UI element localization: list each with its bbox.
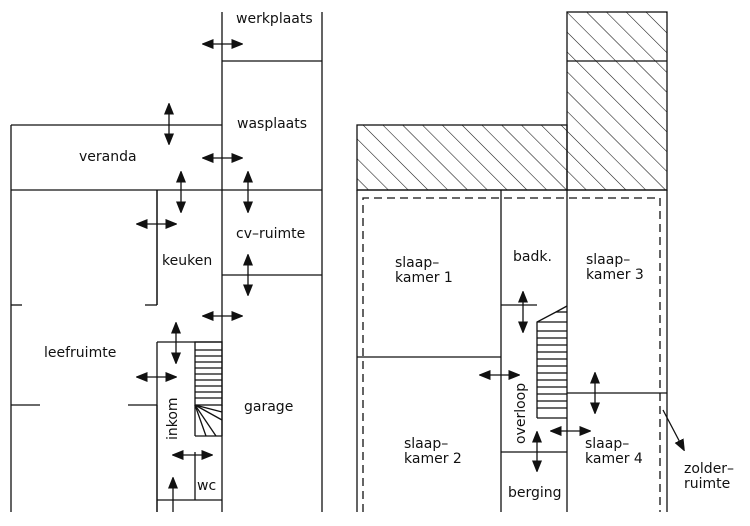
label-slaapkamer-2: slaap– kamer 2 bbox=[404, 436, 462, 467]
label-slaapkamer-1: slaap– kamer 1 bbox=[395, 255, 453, 286]
upper-stairs bbox=[536, 305, 568, 419]
label-zolderruimte: zolder– ruimte bbox=[684, 461, 735, 492]
label-inkom: inkom bbox=[165, 397, 181, 440]
label-garage: garage bbox=[244, 399, 294, 415]
label-slaapkamer-4: slaap– kamer 4 bbox=[585, 436, 643, 467]
label-badkamer: badk. bbox=[513, 249, 552, 265]
label-wc: wc bbox=[197, 478, 217, 494]
label-wasplaats: wasplaats bbox=[237, 116, 308, 132]
ground-stairs bbox=[194, 349, 223, 437]
ground-arrows bbox=[137, 44, 248, 512]
upper-arrows bbox=[480, 292, 684, 471]
upper-floor-roof-hatching bbox=[356, 11, 668, 191]
label-slaapkamer-3: slaap– kamer 3 bbox=[586, 252, 644, 283]
label-overloop: overloop bbox=[513, 382, 529, 444]
label-keuken: keuken bbox=[162, 253, 213, 269]
label-veranda: veranda bbox=[79, 149, 137, 165]
ground-floor-walls bbox=[10, 12, 323, 512]
label-berging: berging bbox=[508, 485, 562, 501]
label-werkplaats: werkplaats bbox=[236, 11, 313, 27]
upper-floor-walls bbox=[356, 189, 668, 512]
label-leefruimte: leefruimte bbox=[44, 345, 117, 361]
label-cv-ruimte: cv–ruimte bbox=[236, 226, 306, 242]
